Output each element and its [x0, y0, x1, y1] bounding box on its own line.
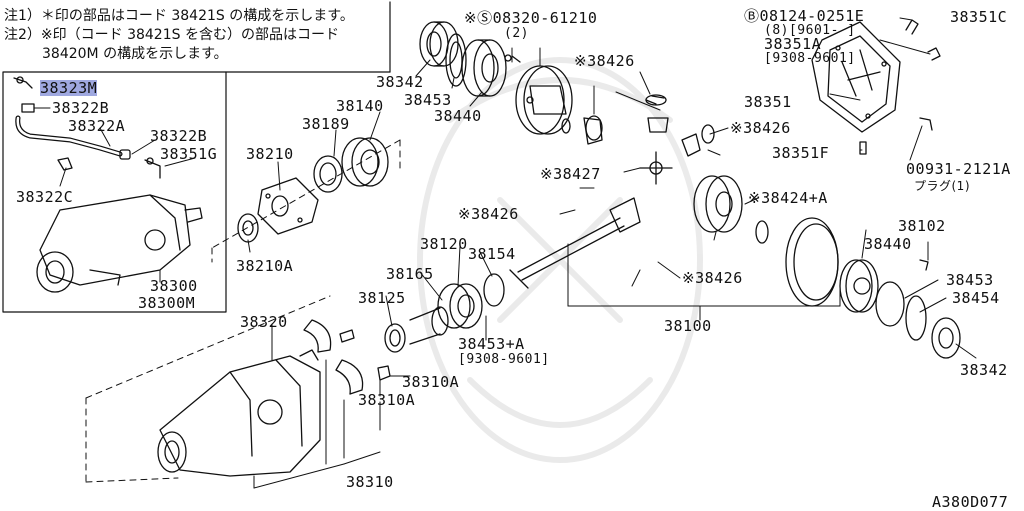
part-label-38351F[interactable]: 38351F [772, 144, 830, 162]
drive-pinion [509, 197, 641, 289]
part-label-08124-0251E[interactable]: Ⓑ08124-0251E [744, 7, 865, 25]
inset-leaders [33, 107, 196, 283]
leader-lines [247, 17, 977, 489]
part-qty-08320: (2) [504, 26, 529, 41]
gear-carrier-housing [157, 349, 321, 477]
part-label-38351A[interactable]: 38351A [764, 35, 822, 53]
part-label-38165[interactable]: 38165 [386, 265, 434, 283]
ring-gear [785, 217, 839, 307]
part-label-38300M[interactable]: 38300M [138, 294, 196, 312]
companion-flange [237, 177, 319, 243]
part-qty-08124: (8)[9601- ] [764, 23, 856, 38]
part-label-38453[interactable]: 38453 [404, 91, 452, 109]
part-label-38427[interactable]: ※38427 [540, 165, 601, 183]
rear-cover [811, 19, 941, 155]
diagram-code: A380D077 [932, 493, 1009, 511]
part-range-38453A: [9308-9601] [458, 352, 550, 367]
part-note-plug: プラグ(1) [914, 179, 970, 193]
part-label-38426-a[interactable]: ※38426 [574, 52, 635, 70]
part-label-38300[interactable]: 38300 [150, 277, 198, 295]
part-label-38100[interactable]: 38100 [664, 317, 712, 335]
part-label-38322C[interactable]: 38322C [16, 188, 74, 206]
part-label-38310A-b[interactable]: 38310A [358, 391, 416, 409]
part-label-38140[interactable]: 38140 [336, 97, 384, 115]
dashed-outlines [85, 139, 401, 483]
part-label-38322A[interactable]: 38322A [68, 117, 126, 135]
part-label-38310A-a[interactable]: 38310A [402, 373, 460, 391]
note-line-3: 38420M の構成を示します。 [42, 46, 228, 62]
part-label-38426-d[interactable]: ※38426 [682, 269, 743, 287]
part-label-38120[interactable]: 38120 [420, 235, 468, 253]
part-label-38351[interactable]: 38351 [744, 93, 792, 111]
part-label-38426-c[interactable]: ※38426 [458, 205, 519, 223]
part-label-38342[interactable]: 38342 [376, 73, 424, 91]
part-label-38322B[interactable]: 38322B [52, 99, 110, 117]
cross-shaft [639, 151, 673, 185]
part-label-38322B-2[interactable]: 38322B [150, 127, 208, 145]
part-label-38102[interactable]: 38102 [898, 217, 946, 235]
differential-case [504, 54, 573, 135]
part-label-38310[interactable]: 38310 [346, 473, 394, 491]
part-label-38424A[interactable]: ※38424+A [748, 189, 828, 207]
part-label-38453-b[interactable]: 38453 [946, 271, 994, 289]
part-label-38210[interactable]: 38210 [246, 145, 294, 163]
part-label-38323M[interactable]: 38323M [40, 79, 98, 97]
note-line-1: 注1）＊印の部品はコード 38421S の構成を示します。 [4, 8, 354, 24]
part-range-38351A: [9308-9601] [764, 51, 856, 66]
part-label-38351C[interactable]: 38351C [950, 8, 1008, 26]
part-label-38189[interactable]: 38189 [302, 115, 350, 133]
oil-seal-bearing-38189 [313, 137, 389, 193]
part-label-08320-61210[interactable]: ※Ⓢ08320-61210 [464, 9, 598, 27]
part-label-38342-b[interactable]: 38342 [960, 361, 1008, 379]
bearing-38440-left [461, 39, 507, 97]
pinion-mate-right [681, 124, 715, 157]
part-label-38125[interactable]: 38125 [358, 289, 406, 307]
part-label-38440-b[interactable]: 38440 [864, 235, 912, 253]
breather-hose [13, 76, 161, 179]
inset-box [2, 71, 227, 313]
part-label-38453A[interactable]: 38453+A [458, 335, 525, 353]
side-gear-38424 [693, 175, 769, 244]
part-label-38154[interactable]: 38154 [468, 245, 516, 263]
part-label-38320[interactable]: 38320 [240, 313, 288, 331]
side-gears-top [583, 94, 669, 145]
part-label-38454[interactable]: 38454 [952, 289, 1000, 307]
part-label-00931-2121A[interactable]: 00931-2121A [906, 160, 1011, 178]
pinion-bearings [384, 273, 505, 353]
part-label-38210A[interactable]: 38210A [236, 257, 294, 275]
part-label-38351G[interactable]: 38351G [160, 145, 218, 163]
note-line-2: 注2）※印（コード 38421S を含む）の部品はコード [4, 27, 339, 43]
inset-carrier-assembly [36, 194, 203, 293]
part-label-38440[interactable]: 38440 [434, 107, 482, 125]
bearing-38342-left [419, 21, 459, 67]
diff-case-right [839, 259, 961, 359]
part-label-38426-b[interactable]: ※38426 [730, 119, 791, 137]
